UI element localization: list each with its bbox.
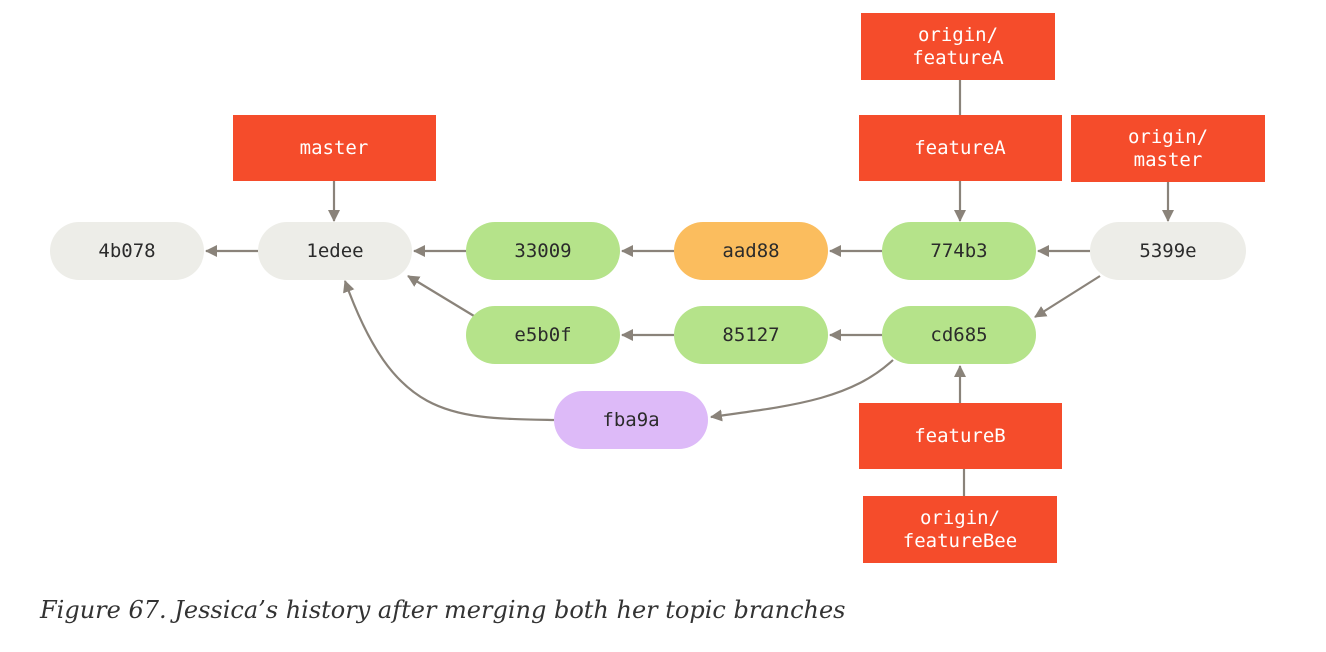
ref-label: featureB bbox=[914, 425, 1006, 447]
ref-origin-master: origin/ master bbox=[1071, 115, 1265, 182]
commit-label: 33009 bbox=[514, 240, 571, 262]
ref-origin-featureBee: origin/ featureBee bbox=[863, 496, 1057, 563]
ref-label: master bbox=[300, 137, 369, 159]
ref-label-line1: origin/ bbox=[920, 507, 1000, 529]
ref-label-line1: origin/ bbox=[918, 24, 998, 46]
ref-featureA: featureA bbox=[859, 115, 1062, 181]
commit-label: 1edee bbox=[306, 240, 363, 262]
commit-label: cd685 bbox=[930, 324, 987, 346]
commit-cd685: cd685 bbox=[882, 306, 1036, 364]
commit-label: e5b0f bbox=[514, 324, 571, 346]
commit-e5b0f: e5b0f bbox=[466, 306, 620, 364]
ref-label-line2: featureBee bbox=[903, 530, 1017, 552]
commit-1edee: 1edee bbox=[258, 222, 412, 280]
ref-featureB: featureB bbox=[859, 403, 1062, 469]
commit-label: aad88 bbox=[722, 240, 779, 262]
commit-label: 774b3 bbox=[930, 240, 987, 262]
arrow-5399e-to-cd685 bbox=[1034, 275, 1101, 318]
connectors bbox=[205, 80, 1174, 496]
commit-label: 5399e bbox=[1139, 240, 1196, 262]
commit-5399e: 5399e bbox=[1090, 222, 1246, 280]
commit-33009: 33009 bbox=[466, 222, 620, 280]
commit-label: 4b078 bbox=[98, 240, 155, 262]
commit-label: fba9a bbox=[602, 409, 659, 431]
ref-label: featureA bbox=[914, 137, 1006, 159]
arrow-cd685-to-fba9a bbox=[710, 359, 894, 422]
commit-aad88: aad88 bbox=[674, 222, 828, 280]
commit-85127: 85127 bbox=[674, 306, 828, 364]
ref-master: master bbox=[233, 115, 436, 181]
ref-label-line1: origin/ bbox=[1128, 126, 1208, 148]
ref-label-line2: master bbox=[1134, 149, 1203, 171]
figure-caption: Figure 67. Jessica’s history after mergi… bbox=[40, 596, 846, 624]
arrow-e5b0f-to-1edee bbox=[407, 275, 475, 317]
arrow-fba9a-to-1edee bbox=[343, 280, 555, 422]
ref-origin-featureA: origin/ featureA bbox=[861, 13, 1055, 80]
git-history-diagram: 4b078 1edee 33009 aad88 774b3 5399e e5b0… bbox=[50, 13, 1265, 563]
commit-774b3: 774b3 bbox=[882, 222, 1036, 280]
commit-label: 85127 bbox=[722, 324, 779, 346]
ref-label-line2: featureA bbox=[912, 47, 1004, 69]
commit-4b078: 4b078 bbox=[50, 222, 204, 280]
commit-fba9a: fba9a bbox=[554, 391, 708, 449]
